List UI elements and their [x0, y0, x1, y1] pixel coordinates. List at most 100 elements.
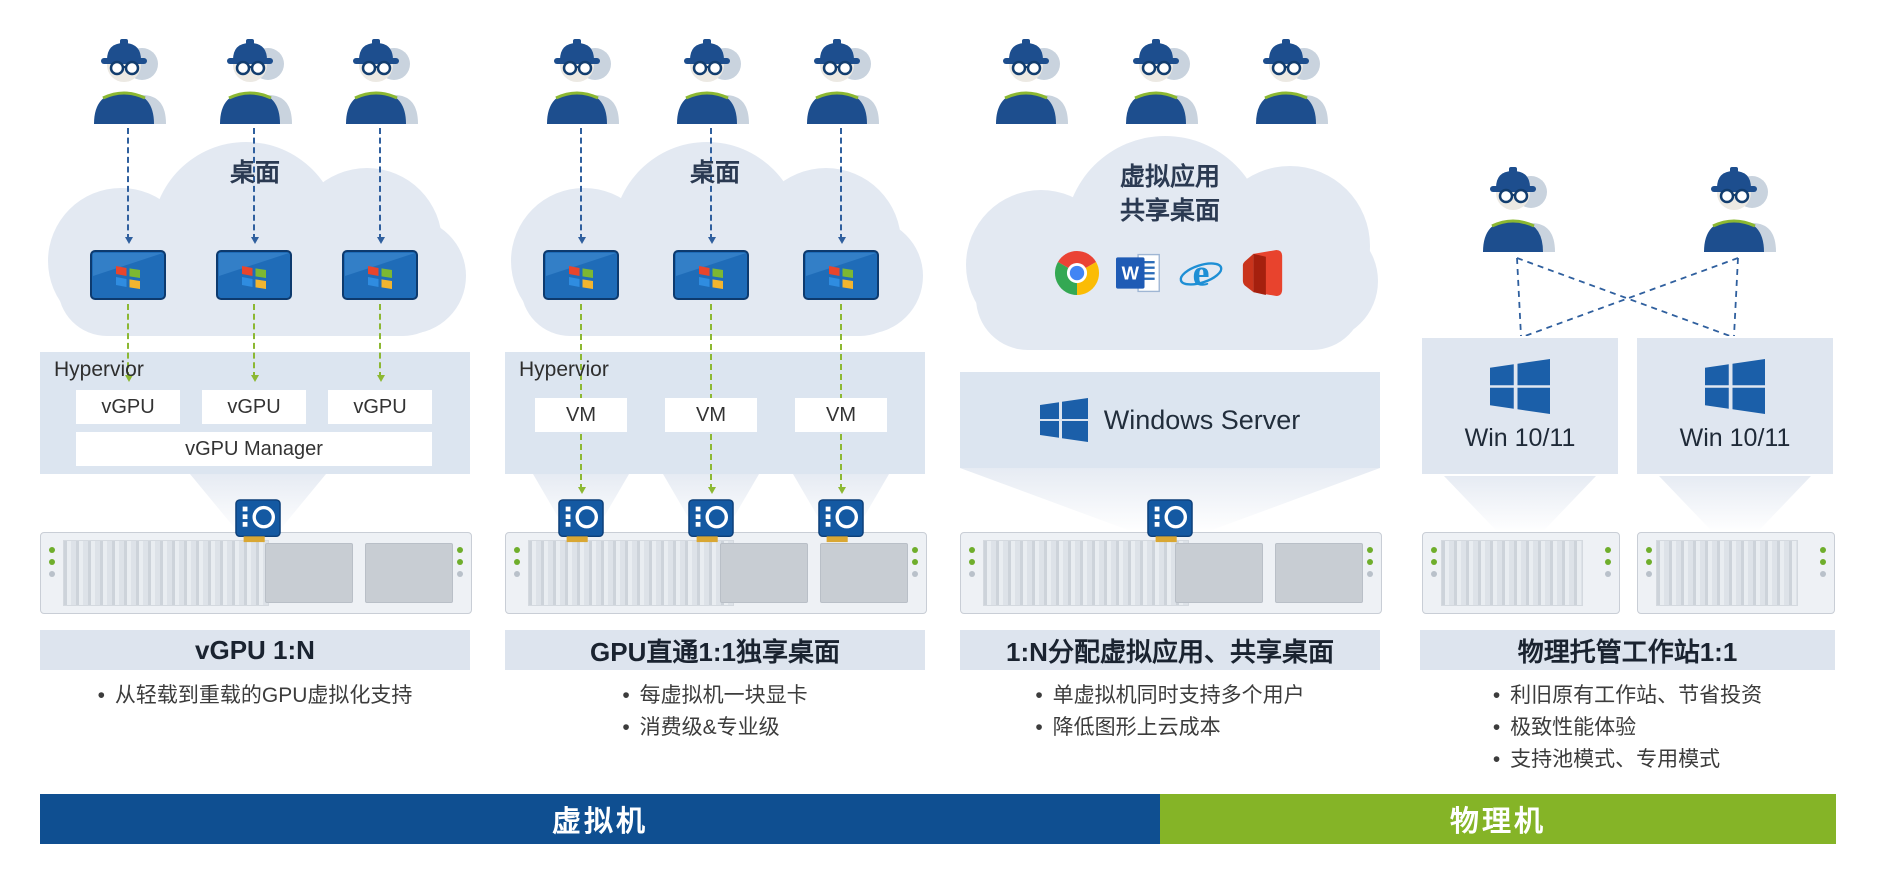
arrow-down-icon: [377, 128, 385, 244]
arrow-down-icon: [708, 128, 716, 244]
column-title-text: vGPU 1:N: [195, 634, 315, 665]
hypervisor-label: Hypervior: [519, 358, 609, 381]
vm-box: VM: [665, 398, 757, 432]
desktop-monitor-icon: [542, 250, 620, 300]
user-icon: [212, 34, 296, 124]
column-title: GPU直通1:1独享桌面: [505, 630, 925, 670]
bullet-item: 每虚拟机一块显卡: [622, 680, 808, 712]
vgpu-box: vGPU: [328, 390, 432, 424]
office-icon: [1240, 250, 1286, 296]
user-icon: [338, 34, 422, 124]
windows-logo-icon: [1490, 359, 1550, 414]
bullet-item: 从轻载到重载的GPU虚拟化支持: [98, 680, 413, 712]
cloud-label: 桌面: [229, 159, 280, 187]
column-title-text: 物理托管工作站1:1: [1517, 636, 1738, 667]
cloud-label: 桌面: [689, 159, 740, 187]
column-title-text: 1:N分配虚拟应用、共享桌面: [1006, 636, 1334, 667]
bullet-list: 从轻载到重载的GPU虚拟化支持: [40, 680, 470, 712]
bullet-item: 消费级&专业级: [622, 712, 807, 744]
vgpu-box: vGPU: [202, 390, 306, 424]
bullet-item: 降低图形上云成本: [1035, 712, 1304, 744]
funnel-shape: [1659, 476, 1811, 530]
chrome-icon: [1054, 250, 1100, 296]
arrow-down-icon: [377, 304, 385, 382]
column-vgpu: 桌面 Hypervior vGPU vGPU vGPU vGPU Manager…: [40, 0, 472, 790]
arrow-down-icon: [125, 128, 133, 244]
gpu-card-icon: [1147, 498, 1193, 544]
cloud-label-line: 虚拟应用: [1119, 163, 1220, 191]
internet-explorer-icon: [1178, 250, 1224, 296]
footer-physical-bar: 物理机: [1160, 794, 1836, 844]
gpu-card-icon: [688, 498, 734, 544]
user-icon: [988, 34, 1072, 124]
desktop-monitor-icon: [215, 250, 293, 300]
windows-logo-icon: [1705, 359, 1765, 414]
arrow-down-icon: [578, 128, 586, 244]
column-title: 物理托管工作站1:1: [1420, 630, 1835, 670]
column-title: 1:N分配虚拟应用、共享桌面: [960, 630, 1380, 670]
server-icon: [1422, 532, 1620, 614]
user-icon: [1248, 34, 1332, 124]
arrow-down-icon: [708, 304, 716, 494]
server-icon: [40, 532, 472, 614]
bullet-item: 单虚拟机同时支持多个用户: [1035, 680, 1305, 712]
gpu-card-icon: [235, 498, 281, 544]
arrow-down-icon: [251, 304, 259, 382]
bullet-item: 利旧原有工作站、节省投资: [1493, 680, 1762, 712]
arrow-down-icon: [838, 128, 846, 244]
bullet-item: 极致性能体验: [1493, 712, 1762, 744]
arrow-down-icon: [578, 304, 586, 494]
user-icon: [539, 34, 623, 124]
footer-virtual-label: 虚拟机: [551, 806, 648, 838]
column-title-text: GPU直通1:1独享桌面: [590, 636, 840, 667]
column-shared-desktop: 虚拟应用 共享桌面 Windows Server 1:N分配虚拟应用、共享桌面 …: [960, 0, 1382, 790]
hypervisor-label: Hypervior: [54, 358, 144, 381]
funnel-shape: [1444, 476, 1596, 530]
user-icon: [1696, 162, 1780, 252]
bullet-item: 支持池模式、专用模式: [1493, 744, 1762, 776]
server-icon: [960, 532, 1382, 614]
cloud-label-line: 共享桌面: [1119, 197, 1220, 225]
windows-server-label: Windows Server: [1103, 404, 1301, 435]
bullet-list: 每虚拟机一块显卡 消费级&专业级: [505, 680, 925, 744]
footer-physical-label: 物理机: [1449, 806, 1546, 838]
server-icon: [505, 532, 927, 614]
column-gpu-passthrough: 桌面 Hypervior VM VM VM GPU直通1:1独享桌面 每虚拟机一…: [505, 0, 927, 790]
bullet-list: 利旧原有工作站、节省投资 极致性能体验 支持池模式、专用模式: [1420, 680, 1835, 776]
arrow-down-icon: [251, 128, 259, 244]
vgpu-box: vGPU: [76, 390, 180, 424]
os-label: Win 10/11: [1679, 424, 1791, 452]
word-icon: [1116, 250, 1162, 296]
vgpu-manager-box: vGPU Manager: [76, 432, 432, 466]
desktop-monitor-icon: [672, 250, 750, 300]
footer-virtual-bar: 虚拟机: [40, 794, 1160, 844]
windows-server-band: [960, 372, 1380, 468]
desktop-monitor-icon: [341, 250, 419, 300]
user-icon: [1118, 34, 1202, 124]
arrow-down-icon: [125, 304, 133, 382]
windows-logo-icon: [1040, 398, 1088, 442]
arrow-down-icon: [838, 304, 846, 494]
vm-box: VM: [535, 398, 627, 432]
column-title: vGPU 1:N: [40, 630, 470, 670]
workstation-box: Win 10/11: [1422, 338, 1618, 474]
connection-lines: [1516, 257, 1739, 336]
desktop-monitor-icon: [89, 250, 167, 300]
desktop-monitor-icon: [802, 250, 880, 300]
column-physical-workstation: Win 10/11 Win 10/11 物理托管工作站1:1 利旧原有工作站、节…: [1420, 0, 1835, 790]
vm-box: VM: [795, 398, 887, 432]
os-label: Win 10/11: [1464, 424, 1576, 452]
bullet-list: 单虚拟机同时支持多个用户 降低图形上云成本: [960, 680, 1380, 744]
gpu-card-icon: [818, 498, 864, 544]
gpu-card-icon: [558, 498, 604, 544]
windows-server-row: Windows Server: [960, 372, 1380, 468]
cloud-shape: [960, 126, 1380, 366]
user-icon: [86, 34, 170, 124]
user-icon: [1475, 162, 1559, 252]
user-icon: [669, 34, 753, 124]
app-icon-row: [960, 250, 1380, 296]
cloud-label: 虚拟应用 共享桌面: [960, 160, 1380, 228]
server-icon: [1637, 532, 1835, 614]
user-icon: [799, 34, 883, 124]
